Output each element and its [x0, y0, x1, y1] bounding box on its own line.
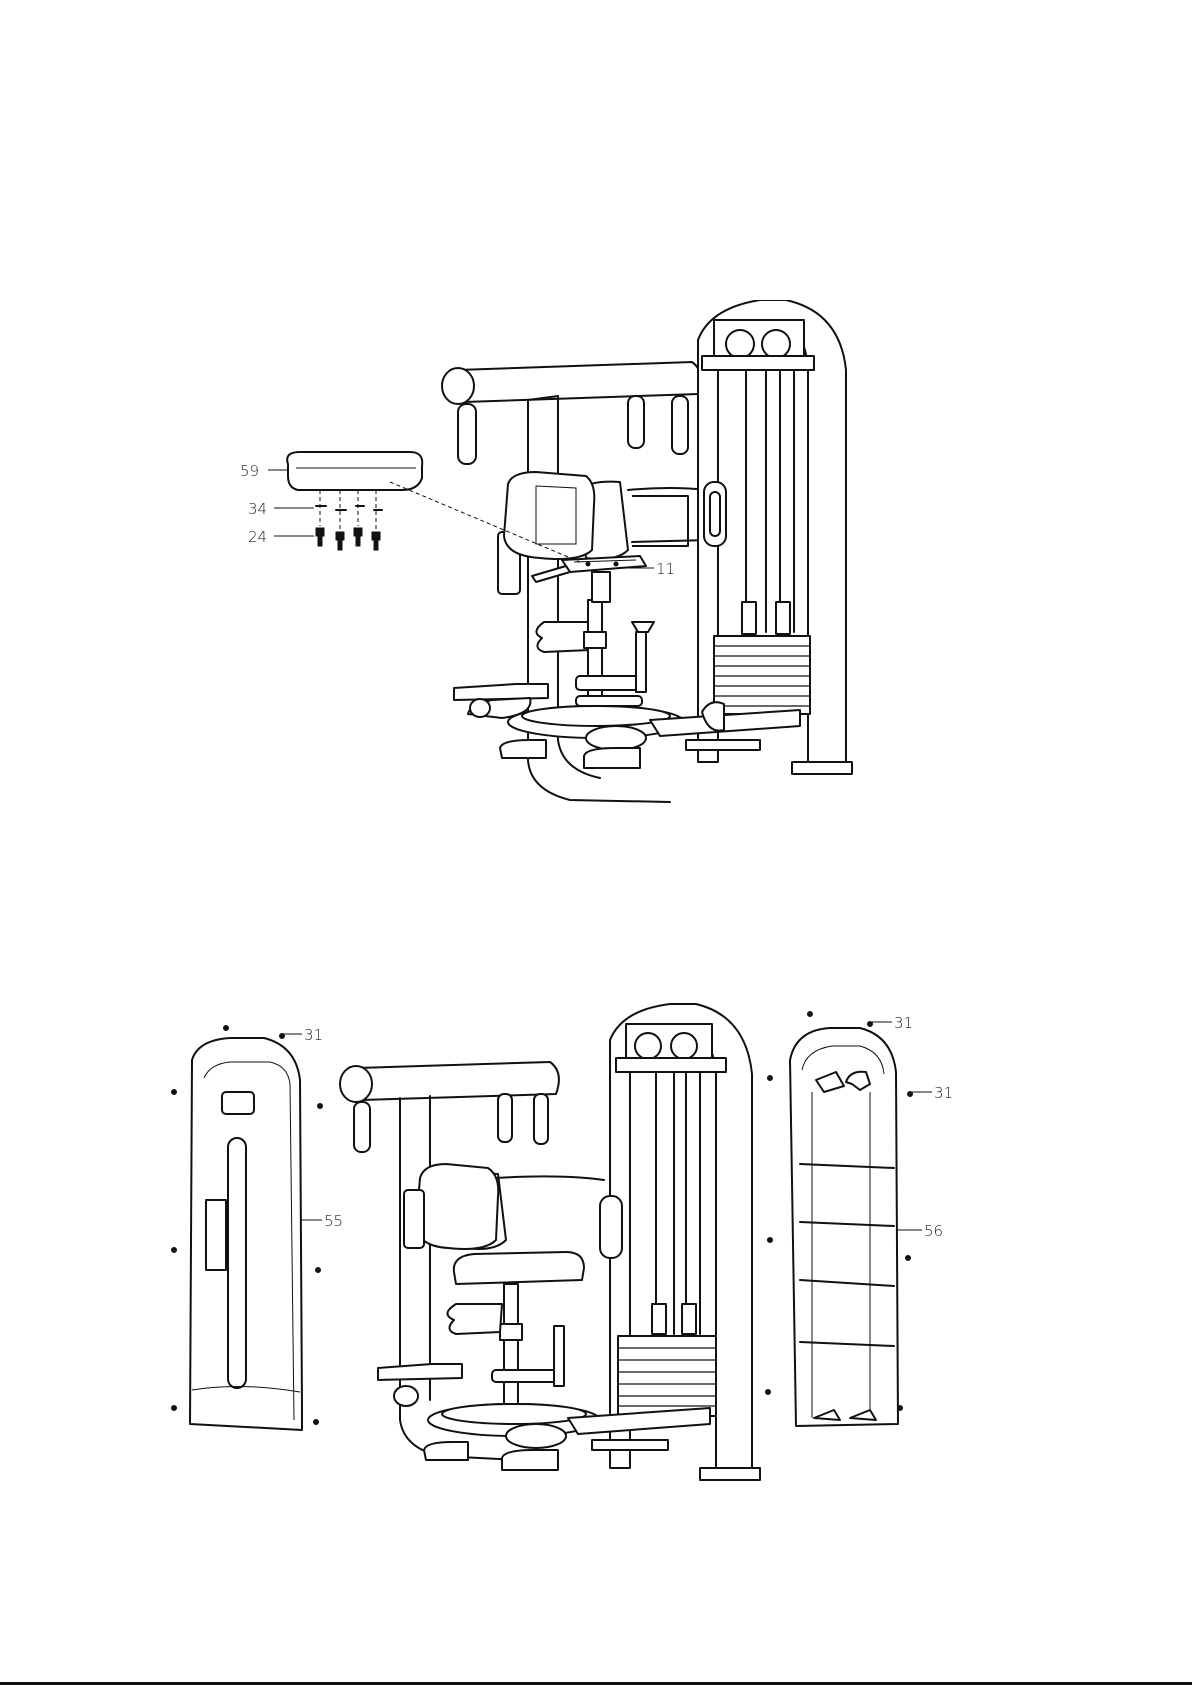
right-cover-56 [766, 1012, 913, 1427]
left-cover-55 [172, 1026, 323, 1431]
callout-washer: 34 [248, 500, 267, 518]
back-roller-bar [442, 362, 701, 464]
callout-bolt: 24 [248, 528, 267, 546]
machine-center [340, 1004, 760, 1480]
callout-right-cover: 56 [924, 1222, 943, 1240]
callout-screw-left: 31 [304, 1026, 323, 1044]
callout-seat-plate: 11 [656, 560, 675, 578]
cover-assembly-drawing: 31 55 31 31 56 [170, 1000, 1030, 1600]
seat-assembly-figure: 59 34 24 11 [240, 300, 980, 840]
washers-34 [316, 506, 382, 510]
callout-seat-pad: 59 [240, 462, 259, 480]
callout-screw-right-side: 31 [934, 1084, 953, 1102]
seat-plate-11 [532, 556, 646, 602]
callout-screw-right-top: 31 [894, 1014, 913, 1032]
seat-pad-59 [287, 452, 422, 490]
callout-left-cover: 55 [324, 1212, 343, 1230]
seat-assembly-drawing: 59 34 24 11 [240, 300, 980, 840]
cover-assembly-figure: 31 55 31 31 56 [170, 1000, 1030, 1600]
bolts-24 [316, 490, 380, 550]
